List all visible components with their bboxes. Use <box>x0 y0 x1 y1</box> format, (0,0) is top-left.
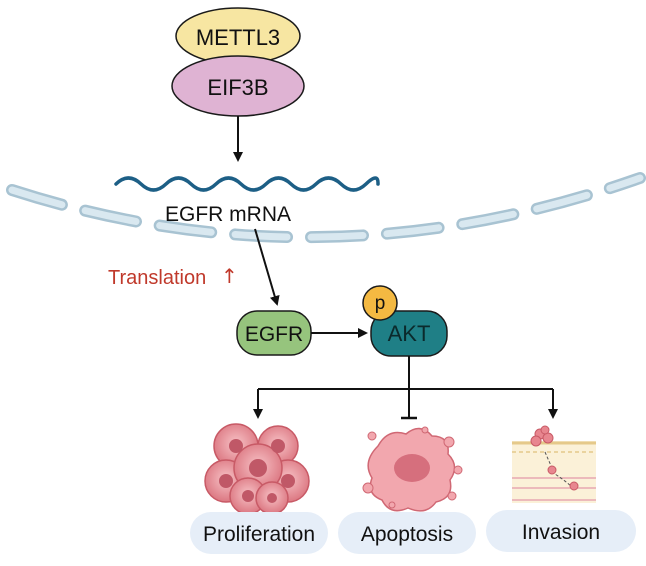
egfr-label: EGFR <box>245 323 303 346</box>
mrna-wave <box>114 176 380 192</box>
akt-node: AKT <box>370 310 448 357</box>
akt-label: AKT <box>388 321 431 346</box>
apoptosis-pill: Apoptosis <box>338 512 476 554</box>
phospho-badge: p <box>362 285 398 321</box>
translation-label: Translation <box>108 267 206 289</box>
eif3b-label: EIF3B <box>207 75 268 100</box>
invasion-pill: Invasion <box>486 510 636 552</box>
eif3b-node: EIF3B <box>171 55 305 117</box>
proliferation-label: Proliferation <box>203 523 315 546</box>
mettl3-label: METTL3 <box>196 25 280 50</box>
egfr-node: EGFR <box>236 310 312 356</box>
apoptosis-cell-icon <box>362 426 463 512</box>
proliferation-pill: Proliferation <box>190 512 328 554</box>
proliferation-cells-icon <box>204 423 310 515</box>
translation-up-arrow: ↑ <box>221 264 238 288</box>
invasion-label: Invasion <box>522 521 600 544</box>
phospho-label: p <box>375 293 386 314</box>
arrow-mrna-to-egfr <box>254 228 280 306</box>
egfr-mrna-label: EGFR mRNA <box>165 203 291 226</box>
invasion-tissue-icon <box>512 425 596 503</box>
mettl3-node: METTL3 <box>175 7 301 65</box>
apoptosis-label: Apoptosis <box>361 523 453 546</box>
